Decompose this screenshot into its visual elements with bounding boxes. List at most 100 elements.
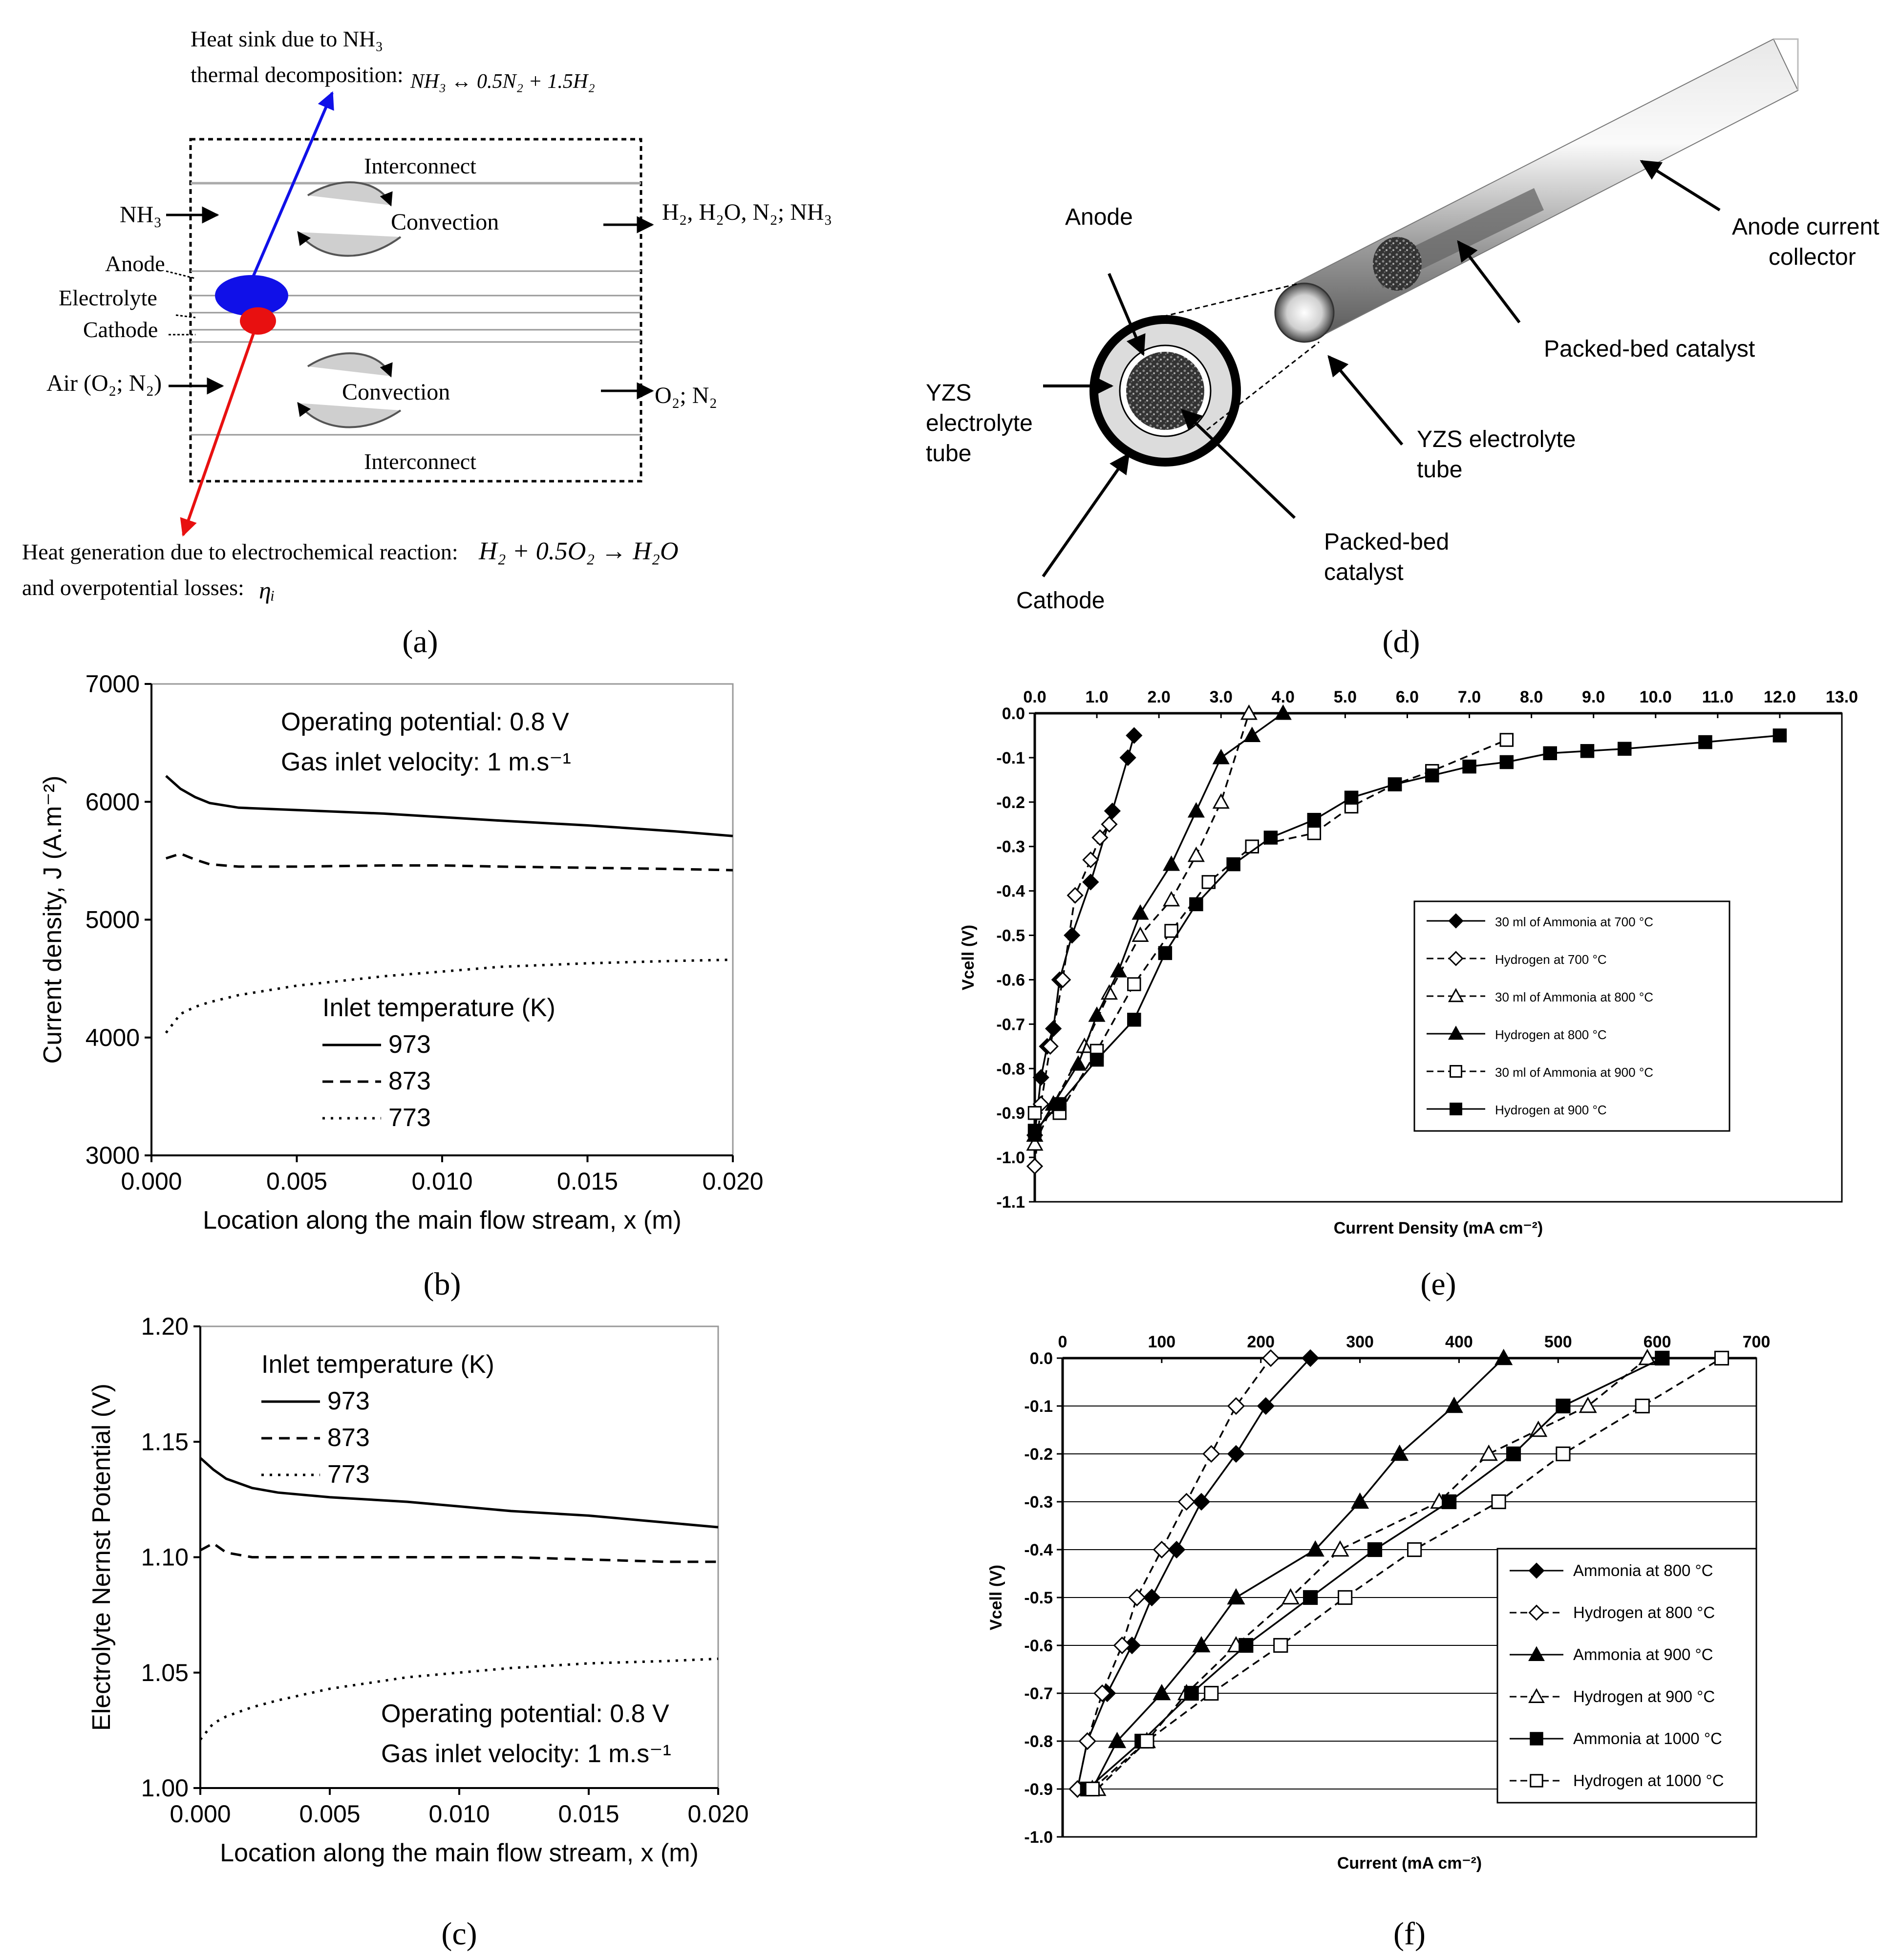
data-point (1091, 829, 1109, 846)
cathode-heat-source-spot (240, 307, 276, 335)
x-tick-label: 0 (1058, 1333, 1067, 1351)
data-point (1164, 924, 1178, 938)
data-point (1491, 1494, 1506, 1510)
series-line (1087, 1357, 1663, 1790)
heat-gen-symbol: ηᵢ (259, 576, 275, 604)
data-point (1499, 733, 1514, 747)
y-tick-label: 0.0 (1030, 1349, 1053, 1368)
series-line (1034, 712, 1284, 1136)
data-point (1143, 1588, 1161, 1607)
packed-bed-arrow (1180, 409, 1296, 519)
yzs-right-label-2: tube (1417, 457, 1462, 483)
data-point (1274, 704, 1292, 720)
panel-label: (e) (1420, 1266, 1456, 1302)
data-point (1158, 946, 1173, 960)
y-axis-label: Vcell (V) (959, 925, 978, 990)
legend-swatch-marker (1448, 951, 1464, 966)
data-point (1045, 1020, 1062, 1037)
legend-label: Ammonia at 900 °C (1573, 1645, 1713, 1663)
x-tick-label: 600 (1644, 1333, 1671, 1351)
x-axis-label: Current Density (mA cm⁻²) (1334, 1219, 1543, 1237)
data-point (1153, 1683, 1171, 1701)
x-tick-label: 0.015 (557, 1168, 618, 1195)
y-tick-label: 5000 (85, 906, 140, 934)
data-point (1069, 1055, 1087, 1071)
y-tick-label: -0.3 (1024, 1493, 1053, 1512)
data-point (1442, 1494, 1457, 1510)
x-tick-label: 4.0 (1272, 688, 1295, 706)
tube-end (1274, 282, 1335, 343)
x-tick-label: 0.010 (411, 1168, 472, 1195)
series-line-973 (165, 775, 733, 837)
anode-heat-sink-spot (215, 275, 288, 316)
y-tick-label: -0.9 (996, 1104, 1025, 1123)
y-tick-label: 3000 (85, 1142, 140, 1169)
data-point (1714, 1350, 1729, 1366)
anode-outlet-label: H₂, H₂O, N₂; NH₃ (662, 199, 832, 225)
legend-swatch-marker (1448, 913, 1464, 929)
data-point (1407, 1542, 1422, 1557)
y-tick-label: 1.05 (141, 1659, 189, 1686)
y-tick-label: -0.3 (996, 838, 1025, 856)
x-tick-label: 10.0 (1640, 688, 1672, 706)
y-tick-label: -0.6 (996, 971, 1025, 989)
y-tick-label: -0.2 (996, 793, 1025, 812)
legend-label: 873 (327, 1424, 370, 1452)
heat-sink-arrow (248, 91, 334, 287)
projection-bottom (1206, 341, 1320, 431)
anode-arrow (1108, 273, 1146, 356)
cathode-label-d: Cathode (1016, 588, 1105, 614)
legend-swatch-marker (1528, 1688, 1545, 1704)
data-point (1052, 1097, 1067, 1111)
y-axis-label: Electrolyte Nernst Potential (V) (87, 1384, 116, 1731)
y-tick-label: -0.8 (996, 1060, 1025, 1078)
data-point (1344, 790, 1359, 805)
convection-bottom-arrows (297, 352, 402, 428)
y-tick-label: -0.8 (1024, 1732, 1053, 1751)
data-point (1338, 1590, 1353, 1605)
legend-box (1413, 900, 1730, 1132)
x-tick-label: 0.015 (558, 1800, 619, 1828)
data-point (1026, 1135, 1044, 1151)
series-line (1034, 713, 1250, 1145)
cathode-arrow (1042, 452, 1130, 577)
series-line-973 (199, 1457, 719, 1529)
legend-title: Inlet temperature (K) (261, 1350, 494, 1379)
data-point (1579, 1396, 1597, 1413)
data-point (1064, 927, 1081, 944)
x-tick-label: 3.0 (1210, 688, 1233, 706)
x-tick-label: 7.0 (1458, 688, 1481, 706)
data-point (1445, 1396, 1463, 1413)
cathode-outlet-label: O₂; N₂ (655, 383, 717, 408)
legend-label: Hydrogen at 900 °C (1573, 1687, 1715, 1705)
anode-leader (166, 270, 196, 279)
x-tick-label: 2.0 (1148, 688, 1171, 706)
data-point (1187, 802, 1205, 818)
legend-label: 773 (388, 1104, 431, 1132)
x-tick-label: 12.0 (1764, 688, 1796, 706)
anode-collector-label-2: collector (1769, 244, 1856, 270)
legend-label: Hydrogen at 700 °C (1495, 952, 1607, 967)
data-point (1351, 1492, 1369, 1509)
y-tick-label: -1.0 (996, 1149, 1025, 1167)
legend-label: Ammonia at 1000 °C (1573, 1729, 1722, 1747)
y-tick-label: -0.1 (996, 749, 1025, 767)
x-tick-label: 6.0 (1396, 688, 1419, 706)
panel-label: (f) (1393, 1916, 1426, 1952)
data-point (1390, 1444, 1409, 1461)
legend-box (1496, 1548, 1757, 1804)
data-point (1202, 1445, 1220, 1463)
data-point (1067, 887, 1084, 904)
legend-label: 973 (388, 1030, 431, 1059)
electrolyte-leader (175, 314, 196, 319)
data-point (1177, 1492, 1196, 1511)
data-point (1388, 777, 1402, 791)
convection-top-arrows (297, 181, 402, 257)
legend-swatch-marker (1528, 1646, 1545, 1662)
data-point (1227, 1588, 1245, 1605)
data-point (1153, 1540, 1171, 1559)
data-point (1212, 748, 1230, 765)
